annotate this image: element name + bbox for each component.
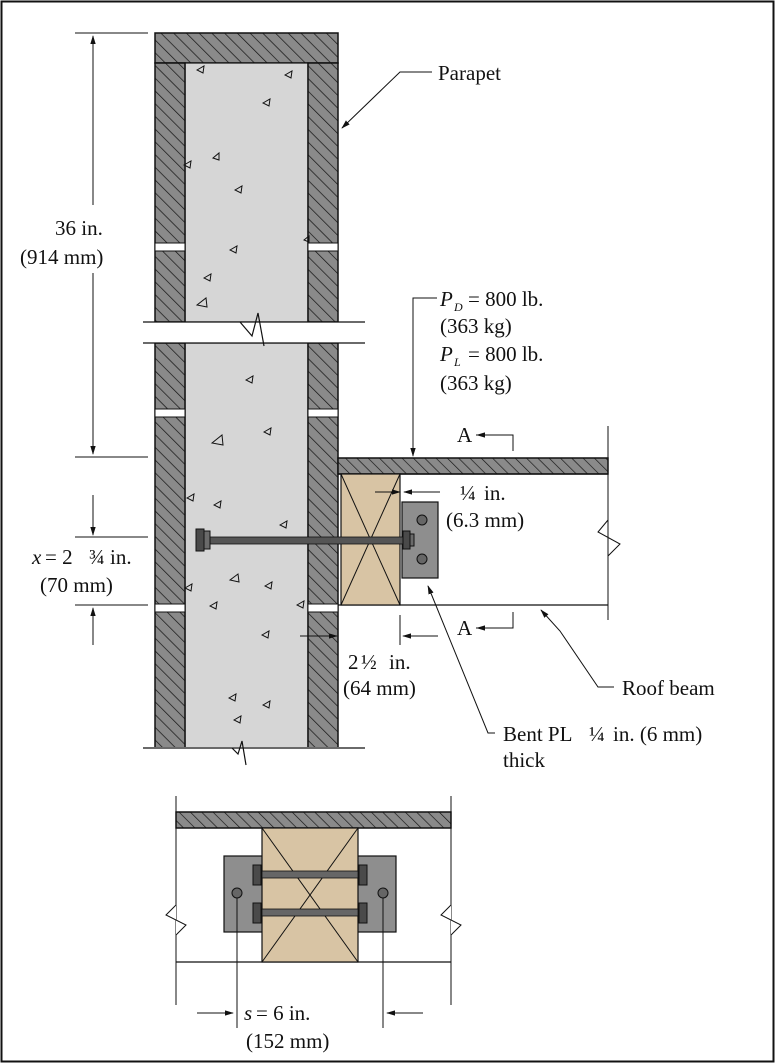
bent-pl-size: in. (6 mm) — [613, 722, 702, 746]
s-symbol: s — [244, 1001, 252, 1025]
break-line-icon — [239, 312, 265, 347]
edge-whole: 2 — [348, 650, 359, 674]
beam-break-icon — [597, 519, 621, 557]
right-wythe-upper — [307, 62, 339, 323]
edge-fraction: ½ — [361, 650, 377, 674]
roof-deck — [337, 457, 609, 475]
bent-pl-label: Bent PL — [503, 722, 572, 746]
section-deck — [175, 811, 452, 829]
parapet-label: Parapet — [438, 61, 501, 85]
parapet-wall — [140, 32, 365, 767]
aggregate-marks — [182, 65, 310, 724]
gap-in: in. — [484, 481, 506, 505]
grout-core-upper — [184, 62, 309, 323]
height-mm-label: (914 mm) — [20, 245, 103, 269]
height-in-label: 36 in. — [55, 216, 103, 240]
s-mm: (152 mm) — [246, 1029, 329, 1053]
bent-pl-thick: thick — [503, 748, 545, 772]
roof-beam-label: Roof beam — [622, 676, 715, 700]
edge-mm: (64 mm) — [343, 676, 416, 700]
pl-value: = 800 lb. — [468, 342, 543, 366]
section-mark-top: A — [457, 423, 473, 447]
x-value: = 2 — [45, 545, 73, 569]
x-fraction: ¾ — [89, 545, 105, 569]
x-symbol: x — [31, 545, 42, 569]
pd-symbol: P — [439, 287, 453, 311]
dimension-lines — [75, 32, 614, 734]
right-wythe-lower — [307, 342, 339, 750]
x-unit: in. — [110, 545, 132, 569]
x-mm: (70 mm) — [40, 573, 113, 597]
section-break-icon — [440, 904, 462, 936]
pl-symbol: P — [439, 342, 453, 366]
bolt-hole-icon — [377, 887, 389, 899]
left-wythe-upper — [154, 62, 186, 323]
section-a-a — [165, 796, 462, 1028]
pl-subscript: L — [453, 355, 461, 369]
anchor-bolt — [202, 536, 409, 545]
bolt-hole-icon — [416, 514, 428, 526]
pd-subscript: D — [453, 300, 463, 314]
s-value: = 6 in. — [256, 1001, 310, 1025]
section-break-icon — [165, 904, 187, 936]
section-mark-bottom: A — [457, 616, 473, 640]
bent-pl-fraction: ¼ — [589, 722, 605, 746]
left-wythe-lower — [154, 342, 186, 750]
wall-cap — [154, 32, 339, 64]
gap-fraction: ¼ — [460, 481, 476, 505]
edge-unit: in. — [389, 650, 411, 674]
bolt-hole-icon — [231, 887, 243, 899]
bottom-break-icon — [231, 740, 247, 766]
pl-kg: (363 kg) — [440, 371, 512, 395]
pd-value: = 800 lb. — [468, 287, 543, 311]
bolt-hole-icon — [416, 553, 428, 565]
pd-kg: (363 kg) — [440, 314, 512, 338]
roof-beam-elevation — [195, 426, 621, 620]
gap-mm: (6.3 mm) — [446, 508, 524, 532]
